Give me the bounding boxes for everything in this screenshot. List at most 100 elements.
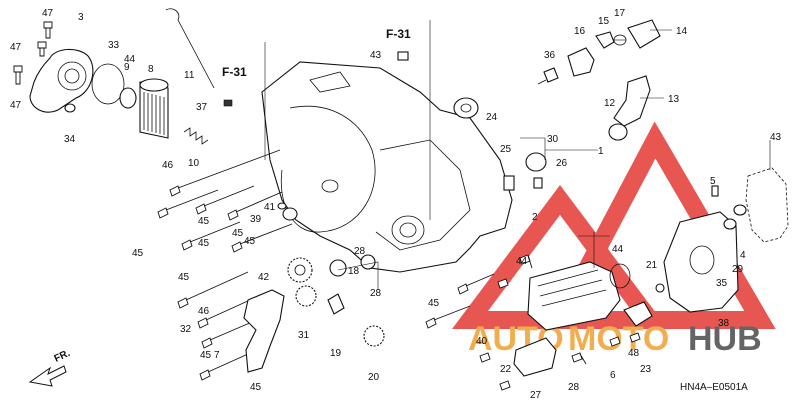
bearing-32 xyxy=(363,325,385,347)
callout-43: 43 xyxy=(370,50,382,61)
dowel-43-upper xyxy=(397,51,409,61)
bolt-40 xyxy=(629,332,641,343)
callout-4: 4 xyxy=(740,250,746,261)
cover-bearing-seat xyxy=(391,215,425,245)
callout-45: 45 xyxy=(178,272,190,283)
callout-12: 12 xyxy=(604,98,616,109)
gear-19 xyxy=(295,285,317,307)
callout-18: 18 xyxy=(348,266,360,277)
callout-35: 35 xyxy=(716,278,728,289)
bolt-47-top xyxy=(43,21,53,39)
bolt-23 xyxy=(609,336,621,347)
gear-group xyxy=(287,254,385,347)
callout-44: 44 xyxy=(124,54,136,65)
callout-39: 39 xyxy=(250,214,262,225)
callout-45: 45 xyxy=(200,350,212,361)
fr-label: FR. xyxy=(53,348,72,365)
callout-41: 41 xyxy=(264,202,276,213)
bolt-45-c xyxy=(227,191,283,221)
callout-1: 1 xyxy=(598,146,604,157)
leader-21 xyxy=(578,232,610,268)
shift-linkage xyxy=(537,19,661,141)
callout-2: 2 xyxy=(532,212,538,223)
bolt-45-b xyxy=(195,185,255,215)
leader-31 xyxy=(337,261,379,290)
sensor-36 xyxy=(543,67,559,83)
bolts-45-group xyxy=(157,149,495,381)
bolt-45-f xyxy=(197,299,251,329)
switch-16 xyxy=(567,47,595,77)
motor-21 xyxy=(527,261,621,331)
bolt-44-upper xyxy=(519,254,533,269)
dowel-43-lower xyxy=(533,177,543,189)
washer-24 xyxy=(608,123,628,141)
bracket-20 xyxy=(327,293,345,315)
callout-28: 28 xyxy=(568,382,580,393)
callout-6: 6 xyxy=(610,370,616,381)
bolt-45-d xyxy=(181,221,241,251)
cover-3 xyxy=(29,48,94,113)
gasket-5 xyxy=(745,167,789,243)
oil-filter-8-top xyxy=(139,78,169,92)
callout-15: 15 xyxy=(598,16,610,27)
cover-body xyxy=(261,61,513,273)
callout-7: 7 xyxy=(214,350,220,361)
callout-11: 11 xyxy=(184,70,195,81)
callout-44: 44 xyxy=(516,256,528,267)
spring-10 xyxy=(183,127,209,145)
bolt-47-low xyxy=(13,65,23,85)
callout-44: 44 xyxy=(612,244,624,255)
callout-37: 37 xyxy=(196,102,208,113)
cover-4-boss xyxy=(689,245,715,275)
cover-top-boss xyxy=(309,71,351,93)
bolt-45-g xyxy=(201,321,253,349)
bolt-48-upper xyxy=(497,278,509,289)
callout-31: 31 xyxy=(298,330,310,341)
callout-9: 9 xyxy=(124,62,130,73)
callout-16: 16 xyxy=(574,26,586,37)
cover-bearing-bore xyxy=(399,222,417,238)
cam-13 xyxy=(627,19,661,49)
callout-45: 45 xyxy=(198,216,210,227)
fr-arrow-icon xyxy=(28,365,67,387)
callout-45: 45 xyxy=(198,238,210,249)
motor-21-fins xyxy=(537,269,607,307)
cover-4 xyxy=(663,211,739,313)
leader-1 xyxy=(520,137,546,160)
callout-27: 27 xyxy=(530,390,542,400)
bolt-48-lower xyxy=(571,352,587,365)
callout-45: 45 xyxy=(428,298,440,309)
arm-12 xyxy=(613,75,651,127)
callout-17: 17 xyxy=(614,8,626,19)
callout-47: 47 xyxy=(10,42,22,53)
seal-9 xyxy=(119,87,137,109)
seal-27 xyxy=(733,204,747,216)
bolt-45-j xyxy=(457,273,495,295)
callout-22: 22 xyxy=(500,364,512,375)
callout-47: 47 xyxy=(10,100,22,111)
callout-47: 47 xyxy=(42,8,54,19)
bolt-44-lower-b xyxy=(499,380,511,391)
pin-42 xyxy=(711,185,719,197)
oil-filter-group xyxy=(13,8,233,145)
plate-7 xyxy=(243,289,285,373)
section-ref-f31-right: F-31 xyxy=(386,27,411,41)
sensor-36-wire xyxy=(537,79,547,85)
callout-3: 3 xyxy=(78,12,84,23)
bushing-30 xyxy=(525,152,547,172)
leader-lines xyxy=(264,20,771,290)
fr-direction-arrow: FR. xyxy=(28,348,72,387)
callout-45: 45 xyxy=(244,236,256,247)
pin-37 xyxy=(223,99,233,107)
bolt-46 xyxy=(169,149,281,197)
callout-24: 24 xyxy=(486,112,498,123)
callout-13: 13 xyxy=(668,94,680,105)
washer-28-b xyxy=(360,254,376,270)
callout-38: 38 xyxy=(718,318,730,329)
callout-33: 33 xyxy=(108,40,120,51)
callout-19: 19 xyxy=(330,348,342,359)
crankcase-cover xyxy=(261,61,513,273)
